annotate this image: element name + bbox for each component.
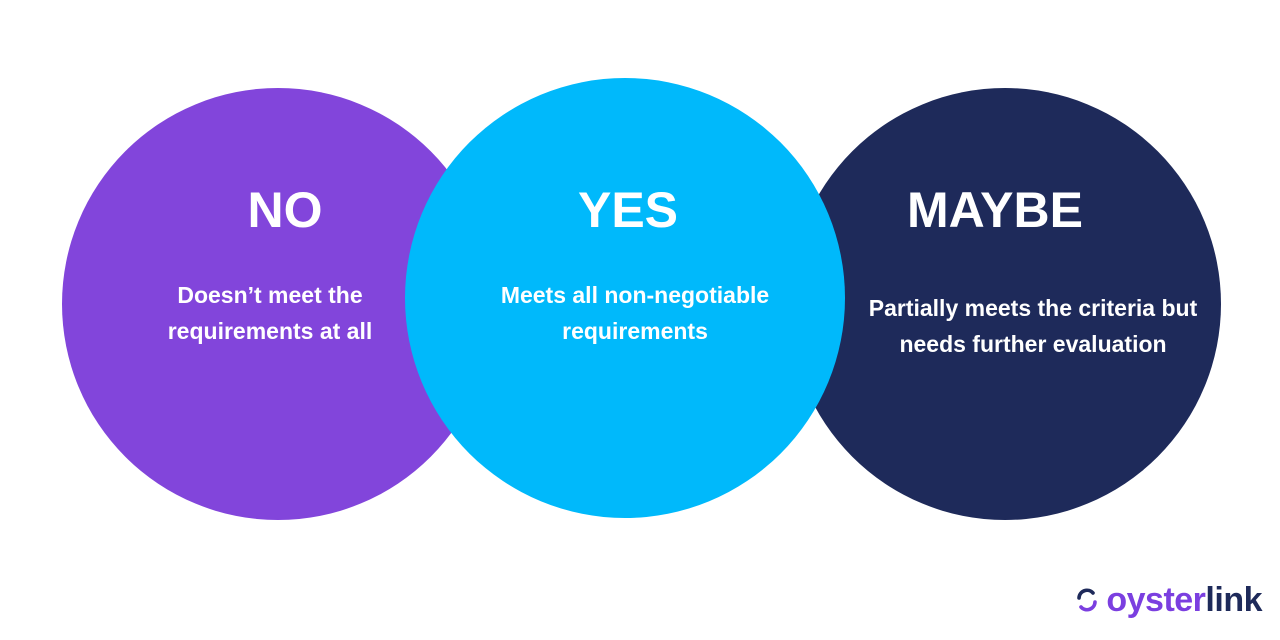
- maybe-description: Partially meets the criteria but needs f…: [868, 295, 1198, 357]
- oysterlink-wordmark: oysterlink: [1106, 580, 1262, 620]
- oysterlink-logo: oysterlink: [1076, 580, 1262, 620]
- no-heading: NO: [247, 182, 323, 238]
- yes-heading: YES: [577, 182, 679, 238]
- wordmark-link: link: [1205, 581, 1262, 619]
- maybe-circle: [789, 88, 1221, 520]
- yes-circle: [405, 78, 845, 518]
- oysterlink-logo-icon: [1077, 588, 1098, 612]
- wordmark-oyster: oyster: [1106, 581, 1206, 619]
- no-description: Doesn’t meet the requirements at all: [167, 282, 373, 344]
- yes-description: Meets all non-negotiable requirements: [500, 282, 770, 344]
- maybe-heading: MAYBE: [907, 182, 1083, 238]
